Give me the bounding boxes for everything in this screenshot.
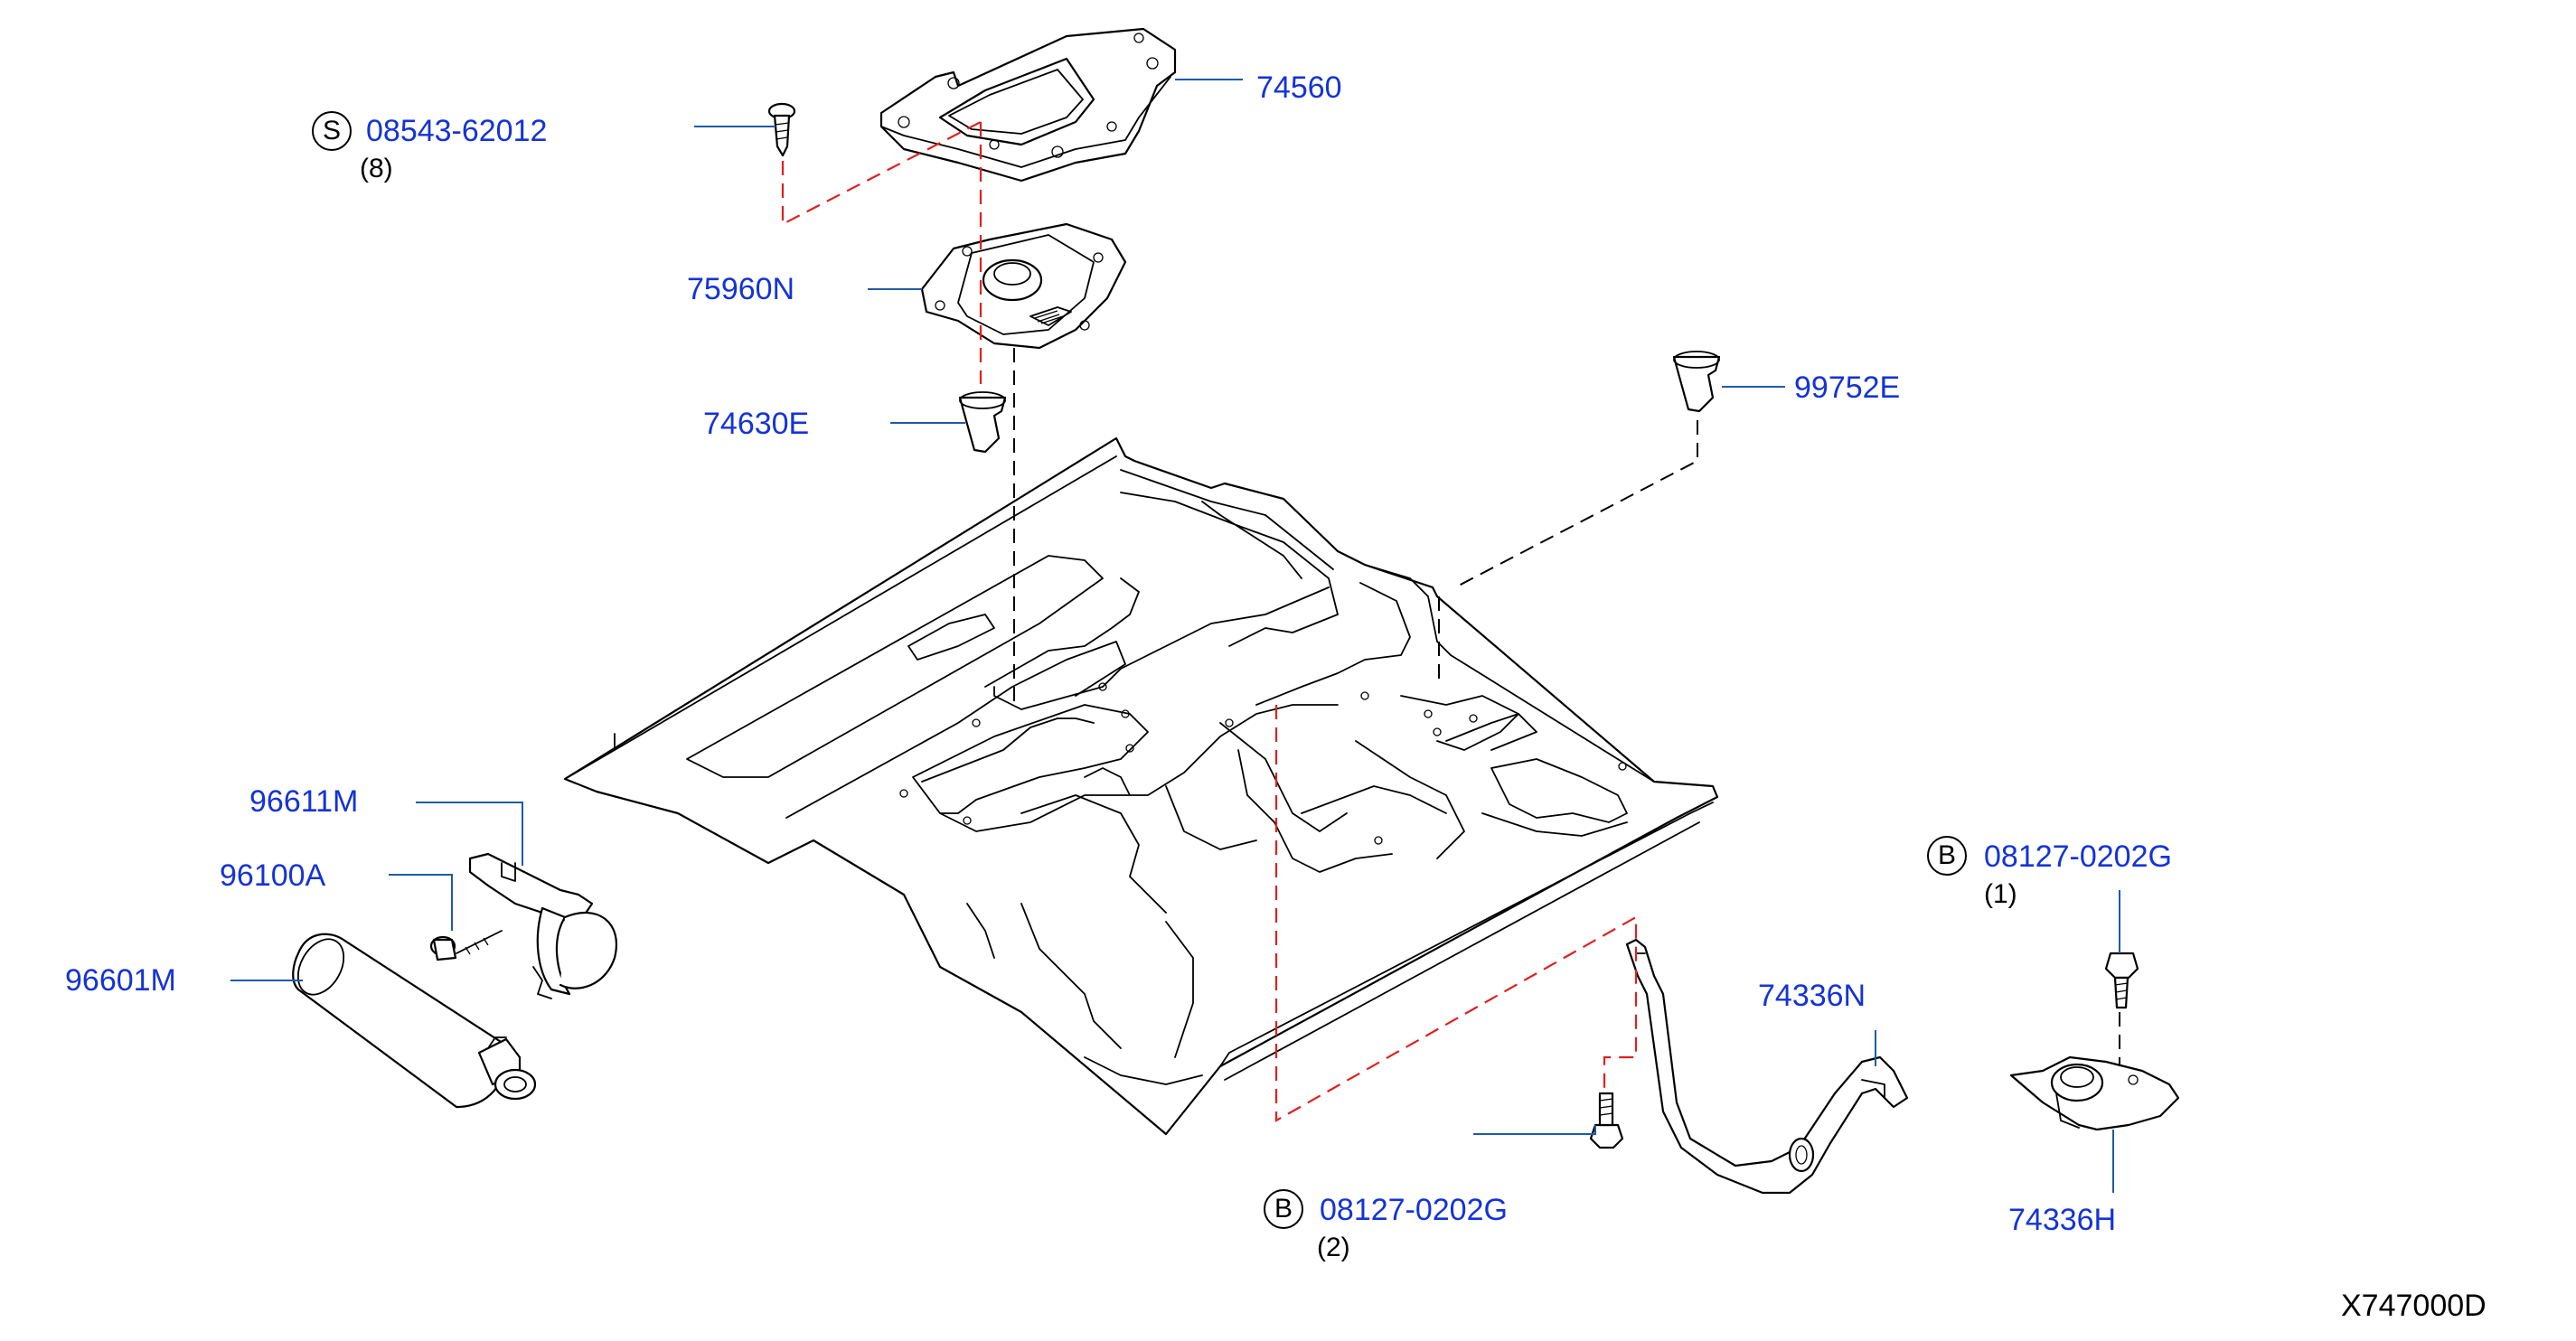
quantity-08543-62012: (8) [360,154,393,183]
leader-lines [230,79,2120,1193]
part-74630E-drawing [958,391,1007,454]
part-number-74630E[interactable]: 74630E [703,407,810,441]
part-number-75960N[interactable]: 75960N [687,272,795,306]
standard-part-badge: S [312,111,352,151]
bolt-part-badge-lower: B [1264,1189,1303,1229]
floor-panel-drawing [563,436,1719,1136]
bolt-part-badge-upper: B [1927,836,1967,876]
part-74336H-drawing [2009,1055,2180,1131]
part-08127-0202G-lower-drawing [1589,1092,1624,1149]
part-number-08543-62012[interactable]: 08543-62012 [366,114,548,148]
quantity-08127-0202G-upper: (1) [1984,879,2017,909]
part-96611M-drawing [468,852,617,999]
part-number-08127-0202G-upper[interactable]: 08127-0202G [1984,839,2172,874]
part-number-96611M[interactable]: 96611M [249,784,359,819]
part-74336N-drawing [1625,938,1909,1195]
part-08543-62012-drawing [767,102,796,157]
part-08127-0202G-upper-drawing [2104,952,2139,1009]
part-number-74560[interactable]: 74560 [1256,70,1342,105]
part-74560-drawing [879,27,1177,183]
part-number-96100A[interactable]: 96100A [220,858,326,893]
part-99752E-drawing [1672,351,1721,413]
part-number-08127-0202G-lower[interactable]: 08127-0202G [1320,1193,1508,1227]
part-number-99752E[interactable]: 99752E [1794,370,1901,405]
quantity-08127-0202G-lower: (2) [1317,1233,1350,1262]
part-75960N-drawing [920,222,1127,350]
diagram-code: X747000D [2341,1289,2487,1323]
part-number-74336N[interactable]: 74336N [1758,979,1866,1013]
part-number-96601M[interactable]: 96601M [65,963,176,998]
part-96100A-drawing [429,930,503,961]
part-number-74336H[interactable]: 74336H [2008,1203,2117,1237]
part-96601M-drawing [292,933,537,1109]
dashed-lines [781,121,2120,1122]
